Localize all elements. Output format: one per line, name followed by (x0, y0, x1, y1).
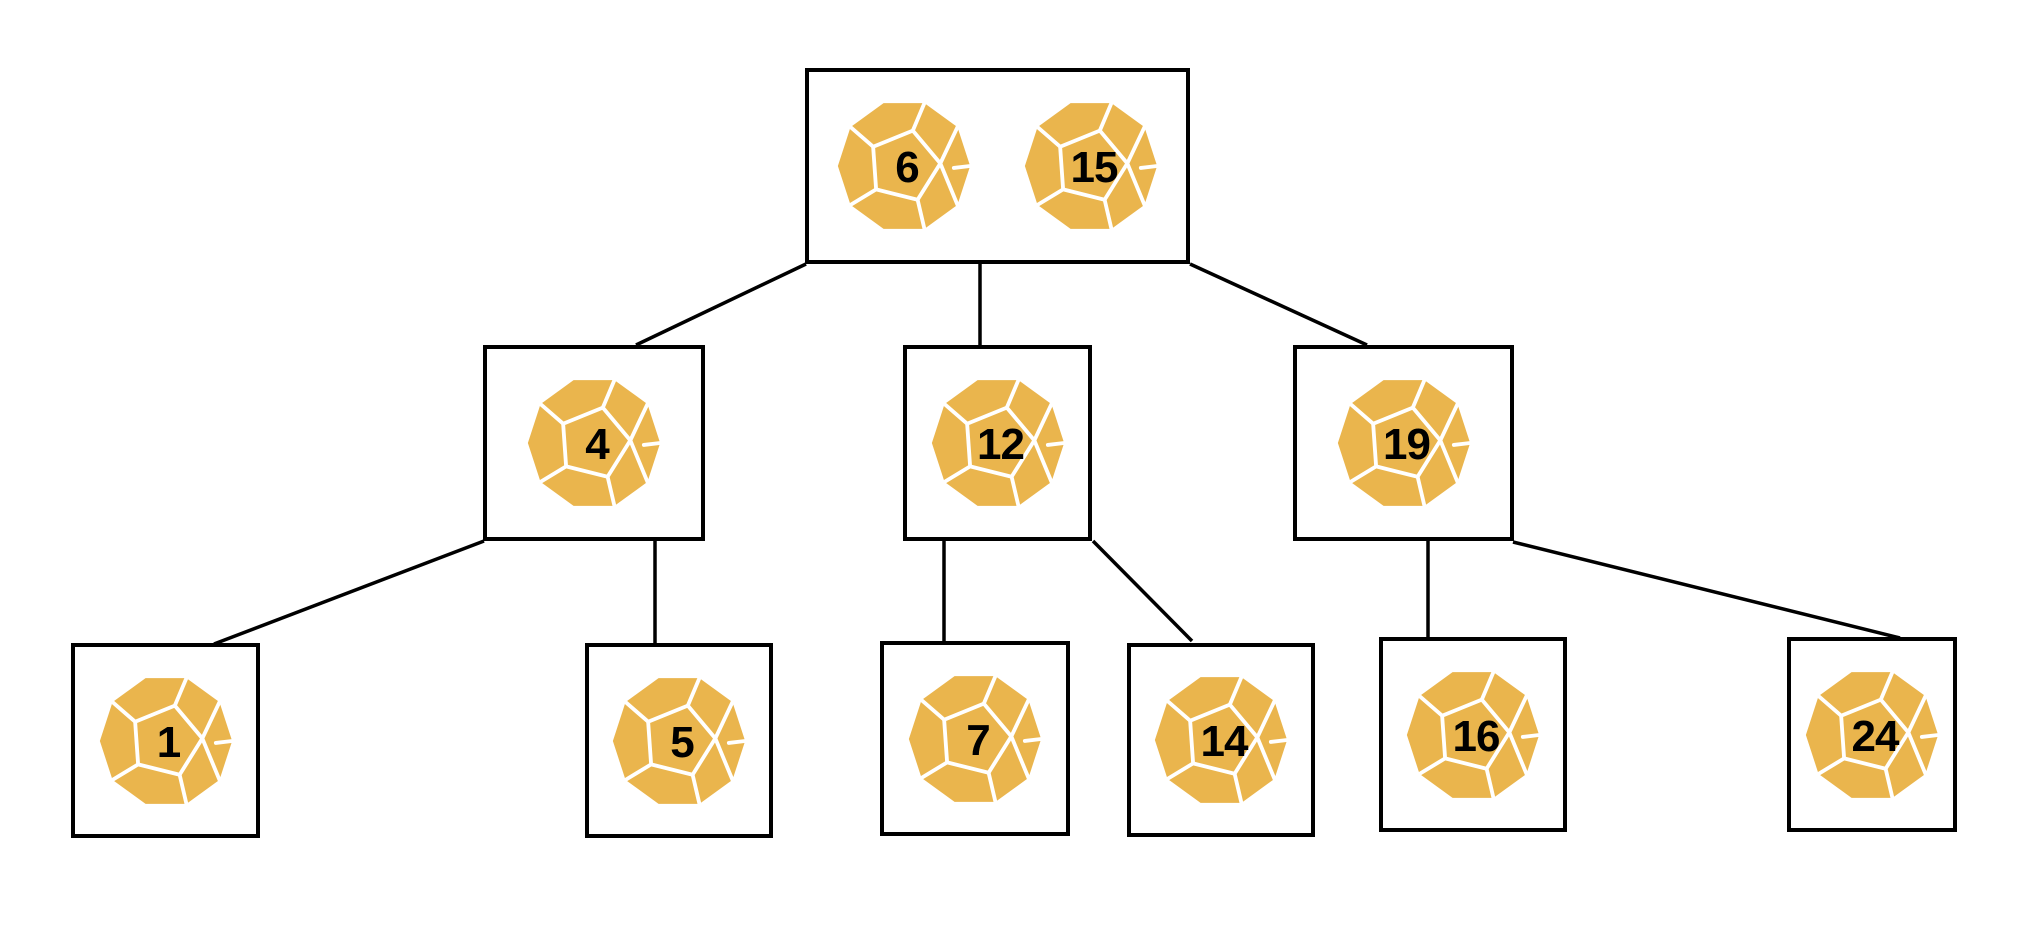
d12-die-icon: 12 (929, 374, 1067, 512)
die-value: 6 (895, 143, 919, 192)
die-value: 14 (1200, 717, 1249, 766)
tree-node-l7: 7 (880, 641, 1070, 836)
die-row: 7 (906, 670, 1044, 808)
tree-node-root: 6 15 (805, 68, 1190, 264)
tree-node-l16: 16 (1379, 637, 1567, 832)
die-value: 15 (1070, 143, 1119, 192)
die-row: 4 (525, 374, 663, 512)
tree-node-n4: 4 (483, 345, 705, 541)
d12-die-icon: 7 (906, 670, 1044, 808)
tree-edge-root-n19 (1189, 262, 1368, 347)
tree-edge-n4-l1 (213, 539, 485, 646)
die-row: 24 (1803, 666, 1941, 804)
tree-node-l24: 24 (1787, 637, 1957, 832)
die-row: 19 (1335, 374, 1473, 512)
d12-die-icon: 24 (1803, 666, 1941, 804)
d12-die-icon: 19 (1335, 374, 1473, 512)
die-value: 19 (1383, 420, 1431, 469)
tree-node-l5: 5 (585, 643, 773, 838)
die-row: 14 (1152, 671, 1290, 809)
die-value: 1 (156, 717, 181, 767)
die-value: 24 (1851, 711, 1900, 761)
die-row: 12 (929, 374, 1067, 512)
tree-node-l14: 14 (1127, 643, 1315, 837)
d12-die-icon: 6 (835, 97, 973, 235)
tree-edge-root-n4 (635, 262, 807, 347)
d12-die-icon: 15 (1022, 97, 1160, 235)
d12-die-icon: 1 (97, 672, 235, 810)
tree-node-n12: 12 (903, 345, 1092, 541)
die-value: 5 (670, 717, 694, 767)
tree-node-l1: 1 (71, 643, 260, 838)
die-row: 5 (610, 672, 748, 810)
die-value: 4 (585, 420, 609, 469)
die-row: 16 (1404, 666, 1542, 804)
tree-edge-n19-l24 (1512, 540, 1901, 640)
die-value: 7 (966, 715, 990, 765)
tree-edge-n12-l14 (1091, 539, 1194, 643)
die-value: 12 (977, 420, 1025, 469)
d12-die-icon: 5 (610, 672, 748, 810)
die-row: 6 15 (835, 97, 1160, 235)
d12-die-icon: 14 (1152, 671, 1290, 809)
tree-node-n19: 19 (1293, 345, 1514, 541)
die-row: 1 (97, 672, 235, 810)
d12-die-icon: 16 (1404, 666, 1542, 804)
die-value: 16 (1452, 711, 1501, 761)
d12-die-icon: 4 (525, 374, 663, 512)
